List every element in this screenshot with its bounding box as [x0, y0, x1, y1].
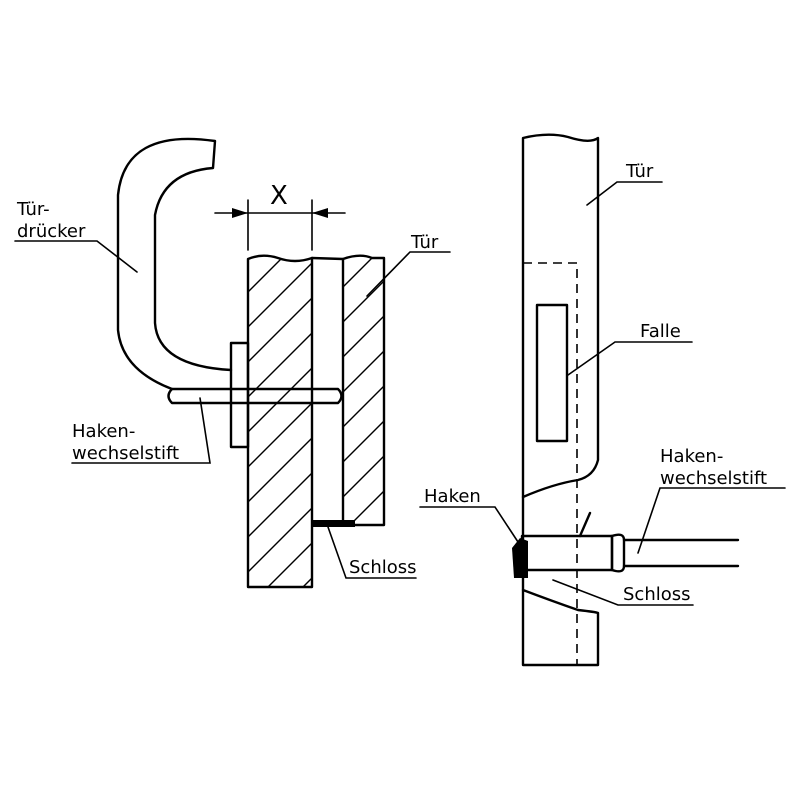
leader-falle [567, 341, 693, 376]
leader-tuer-right [586, 181, 663, 206]
latch [535, 303, 569, 443]
leader-hakenwechselstift-left [71, 397, 211, 464]
label-tuer-right: Tür [625, 161, 654, 182]
door-edge-upper [521, 133, 600, 499]
dimension-x: X [214, 181, 346, 251]
rosette [229, 341, 250, 449]
right-side-view: Tür Falle Haken- wechselstift Haken Schl… [419, 133, 786, 667]
leader-haken [419, 506, 521, 546]
label-tuerdruecker-2: drücker [17, 221, 86, 242]
door-leaf-back [341, 254, 386, 527]
leader-hakenwechselstift-right [637, 487, 786, 554]
label-hakenwechselstift-left-2: wechselstift [72, 443, 179, 464]
label-hakenwechselstift-left-1: Haken- [72, 421, 135, 442]
pin-body [520, 534, 614, 572]
label-haken: Haken [424, 486, 481, 507]
hook-change-pin [167, 387, 343, 405]
dimension-x-label: X [270, 181, 288, 211]
label-falle: Falle [640, 321, 681, 342]
leader-tuerdruecker [14, 240, 138, 273]
left-section-view: X Tür Tür- drücker Haken- wechselstift S… [14, 137, 451, 589]
leader-tuer-left [366, 251, 451, 297]
label-schloss-left: Schloss [349, 557, 417, 578]
pin-shaft [610, 533, 740, 573]
lever [578, 511, 592, 538]
label-tuer-left: Tür [410, 232, 439, 253]
leader-schloss-left [327, 526, 417, 579]
label-hakenwechselstift-right-1: Haken- [660, 446, 723, 467]
door-leaf-front [246, 254, 314, 589]
door-edge-lower [521, 588, 600, 667]
gap-top-edge [310, 256, 345, 261]
leader-schloss-right [552, 579, 694, 606]
lock-plate [312, 520, 355, 527]
hook [512, 538, 528, 578]
lock-case-dashed [523, 262, 578, 665]
label-schloss-right: Schloss [623, 584, 691, 605]
door-handle [116, 137, 233, 391]
label-tuerdruecker-1: Tür- [16, 199, 50, 220]
label-hakenwechselstift-right-2: wechselstift [660, 468, 767, 489]
